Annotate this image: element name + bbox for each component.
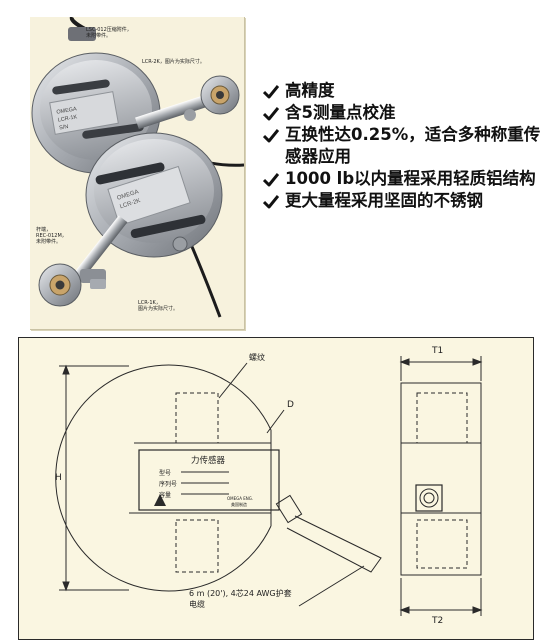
cable-note: 6 m (20'), 4芯24 AWG护套 (189, 589, 292, 598)
product-photo: OMEGA LCR-1K S/N OMEGA LCR-2K LSC-012压缩附… (30, 17, 245, 330)
cable-note-line2: 电缆 (189, 600, 205, 609)
callout-rod-end: 杆端， REC-012M， 未附带件。 (36, 227, 67, 245)
photo-plate-text-2: LCR-1K (57, 114, 78, 123)
feature-text: 含5测量点校准 (285, 103, 396, 122)
feature-item: 1000 lb以内量程采用轻质铝结构 (260, 168, 550, 190)
plate-field-serial: 序列号 (159, 481, 178, 488)
feature-item: 互换性达0.25%，适合多种称重传感器应用 (260, 124, 550, 168)
photo-plate-text-1: OMEGA (56, 106, 78, 116)
load-cell-body-outline (55, 364, 272, 592)
feature-item: 高精度 (260, 80, 550, 102)
plate-title: 力传感器 (191, 456, 226, 466)
t1-label: T1 (432, 346, 444, 356)
callout-compression-attachment: LSC-012压缩附件， 未附带件。 (86, 27, 132, 39)
dimension-drawing: 螺纹 D H T1 T2 力传感器 型号 序列号 容量 OMEGA ENG. 美… (18, 337, 534, 640)
feature-text: 1000 lb以内量程采用轻质铝结构 (285, 169, 536, 188)
check-icon (263, 107, 279, 121)
feature-list: 高精度 含5测量点校准 互换性达0.25%，适合多种称重传感器应用 1000 l… (260, 80, 550, 212)
plate-field-model: 型号 (159, 470, 172, 477)
feature-text: 高精度 (285, 81, 335, 100)
feature-item: 更大量程采用坚固的不锈钢 (260, 190, 550, 212)
plate-made-in: 美国制造 (231, 502, 247, 507)
check-icon (263, 129, 279, 143)
label-plate (138, 449, 280, 511)
height-label: H (55, 473, 62, 483)
feature-text: 更大量程采用坚固的不锈钢 (285, 191, 483, 210)
thread-label: 螺纹 (249, 353, 265, 362)
t2-label: T2 (432, 616, 444, 626)
check-icon (263, 173, 279, 187)
dimension-drawing-svg (55, 356, 483, 616)
callout-lcr-1k: LCR-1K， 图片为实际尺寸。 (138, 300, 179, 312)
diameter-label: D (287, 400, 294, 410)
load-cell-photo-illustration: OMEGA LCR-1K S/N OMEGA LCR-2K (31, 17, 244, 318)
check-icon (263, 195, 279, 209)
feature-text: 互换性达0.25%，适合多种称重传感器应用 (285, 125, 541, 166)
plate-field-capacity: 容量 (159, 492, 172, 499)
feature-item: 含5测量点校准 (260, 102, 550, 124)
plate-brand: OMEGA ENG. (227, 496, 254, 501)
omega-logo-icon (154, 494, 166, 506)
callout-lcr-2k: LCR-2K，图片为实际尺寸。 (142, 59, 205, 65)
check-icon (263, 85, 279, 99)
photo-plate-text-3: S/N (59, 124, 69, 132)
